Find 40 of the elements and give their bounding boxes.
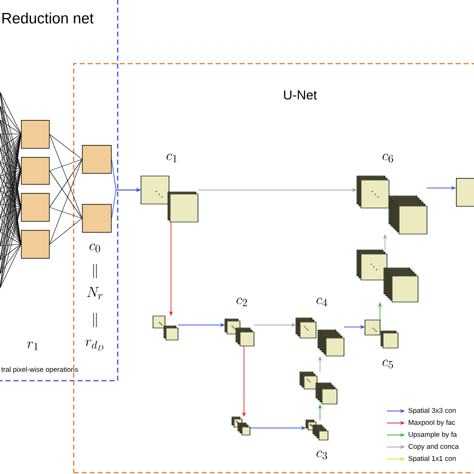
- frame-title: Reduction net: [2, 12, 94, 24]
- neuron-box: [21, 193, 50, 222]
- connection-line: [49, 159, 82, 172]
- neuron-box: [82, 204, 112, 233]
- feature-map-stack: [224, 318, 254, 346]
- equality-sign: $\parallel$: [93, 312, 97, 328]
- connection-line: [49, 134, 82, 219]
- neuron-box: [21, 157, 50, 185]
- frame-title: U-Net: [284, 90, 317, 100]
- connection-line: [49, 159, 82, 245]
- neuron-box: [21, 230, 50, 259]
- layer-label: $c_5$: [382, 360, 393, 368]
- feature-map-stack: [232, 416, 250, 436]
- neuron-box: [21, 120, 50, 149]
- dashed-frame: [0, 0, 118, 382]
- equality-sign: $\parallel$: [93, 264, 97, 278]
- neuron-box: [82, 145, 112, 174]
- feature-map: [456, 178, 474, 207]
- feature-map-stack: [300, 372, 338, 404]
- feature-map-stack: [356, 176, 428, 234]
- layer-label: $c_0$: [90, 244, 100, 252]
- connection-line: [49, 159, 82, 208]
- feature-map-stack: [140, 176, 198, 222]
- layer-label: $r_1$: [27, 342, 38, 350]
- feature-map-stack: [306, 420, 328, 440]
- feature-map-stack: [152, 316, 178, 340]
- layer-label: $c_2$: [236, 298, 247, 306]
- layer-label: $c_1$: [166, 154, 177, 162]
- feature-map-stack: [296, 318, 344, 356]
- connection-line: [49, 170, 82, 219]
- feature-map-stack: [364, 320, 398, 348]
- layer-label: $r_{d_D}$: [86, 340, 104, 350]
- connection-line: [49, 134, 82, 160]
- layer-label: $c_3$: [316, 450, 328, 460]
- feature-map-stack: [356, 250, 418, 302]
- layer-label: $c_6$: [382, 154, 394, 162]
- connection-line: [49, 218, 82, 245]
- connection-line: [49, 207, 82, 219]
- layer-label: $c_4$: [316, 298, 328, 306]
- layer-label: $N_r$: [87, 287, 103, 300]
